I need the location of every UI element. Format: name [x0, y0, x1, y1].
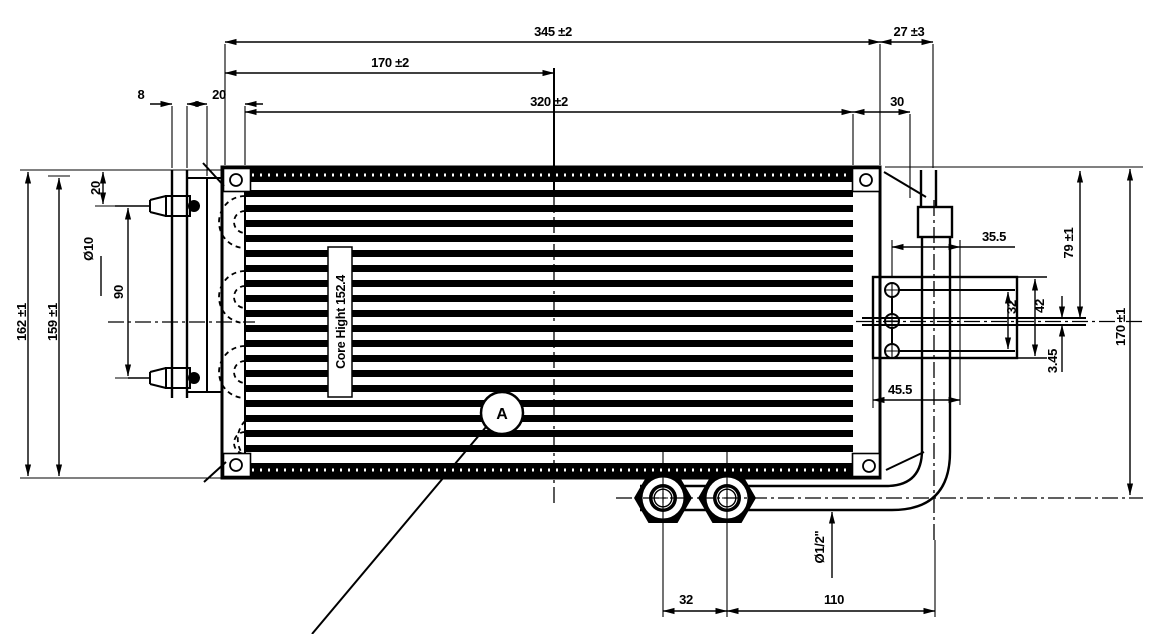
dim-label-320: 320 ±2 [530, 94, 568, 109]
dim-label-dia10: Ø10 [81, 237, 96, 261]
dim-label-90: 90 [111, 285, 126, 299]
dim-label-110: 110 [824, 592, 844, 607]
dim-label-20-top: 20 [212, 87, 226, 102]
detail-marker-circle [479, 390, 525, 436]
dim-label-half-inch: Ø1/2" [812, 530, 827, 563]
core-height-label: Core Hight 152.4 [334, 275, 348, 369]
dim-label-170-top: 170 ±2 [371, 55, 409, 70]
right-pipe-assembly [640, 170, 954, 512]
dim-label-27: 27 ±3 [894, 24, 925, 39]
mounting-hole-top-right [859, 173, 873, 187]
mounting-hole-bottom-left [229, 458, 243, 472]
pipe-outer-wall [640, 237, 952, 512]
dim-label-32-right: 32 [1004, 300, 1019, 314]
top-side-rail [222, 167, 880, 182]
core-label-box [327, 246, 353, 398]
centerlines [108, 68, 1143, 540]
dim-label-45-5: 45.5 [888, 382, 912, 397]
dim-label-345: 345 ±2 [534, 24, 572, 39]
dim-label-3-45: 3.45 [1045, 349, 1060, 373]
mounting-hole-top-left [229, 173, 243, 187]
mounting-bracket [862, 275, 1086, 360]
mounting-hole-bottom-right [862, 459, 876, 473]
nozzle-bottom [128, 367, 200, 389]
dim-label-35-5: 35.5 [982, 229, 1006, 244]
corner-brackets [202, 162, 927, 483]
detail-leader-line [311, 426, 487, 634]
detail-callout-a: A [311, 390, 525, 634]
dim-label-8: 8 [138, 87, 145, 102]
dim-label-20-left: 20 [88, 181, 103, 195]
dim-label-42: 42 [1032, 299, 1047, 313]
dim-label-162: 162 ±1 [14, 303, 29, 341]
pipe-inner-wall [640, 237, 924, 488]
dim-label-159: 159 ±1 [45, 303, 60, 341]
pipe-fitting-block [916, 205, 954, 239]
dim-label-170-right: 170 ±1 [1113, 308, 1128, 346]
nozzle-top [115, 195, 200, 217]
detail-marker-letter: A [496, 406, 508, 423]
left-inlet-fittings [115, 170, 222, 398]
dim-label-79: 79 ±1 [1061, 227, 1076, 258]
dim-label-32-bottom: 32 [679, 592, 693, 607]
dimension-annotations: 345 ±2 27 ±3 170 ±2 320 ±2 8 20 30 35.5 … [14, 24, 1143, 617]
dim-label-30: 30 [890, 94, 904, 109]
core-assembly: Core Hight 152.4 [202, 162, 927, 483]
